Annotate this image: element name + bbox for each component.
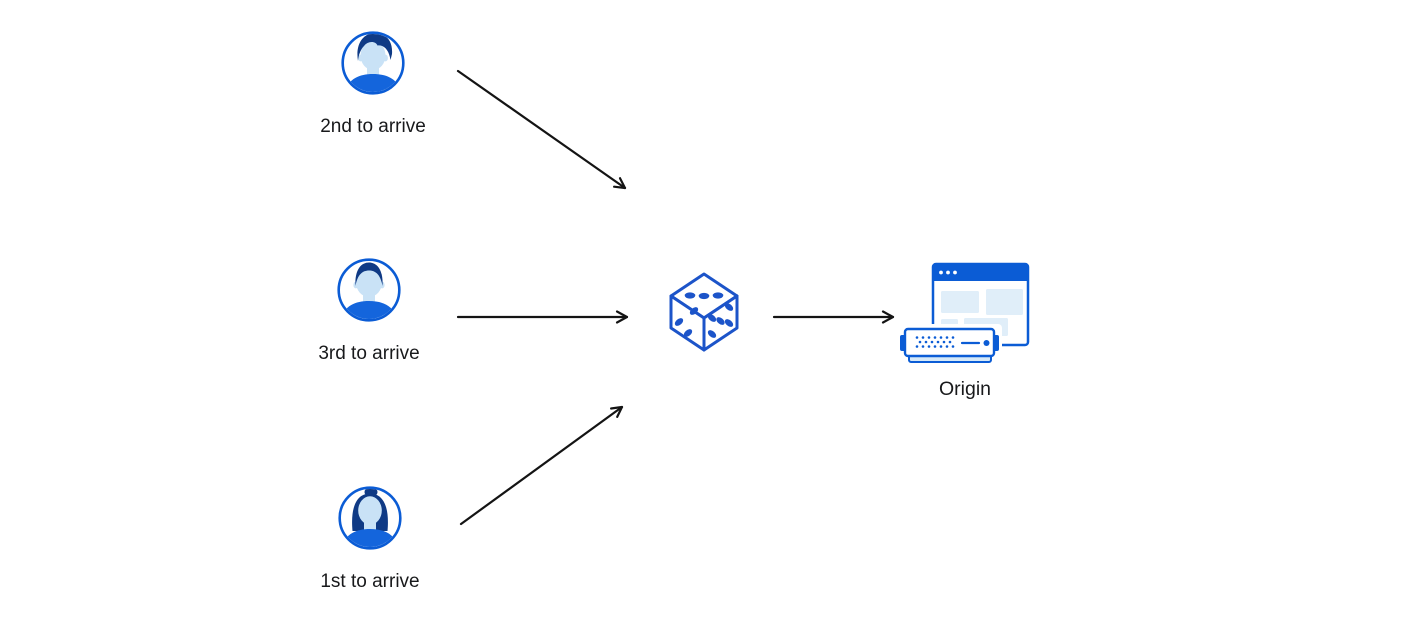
client-3rd-to-arrive: 3rd to arrive — [279, 257, 459, 365]
arrow-3rd-to-dice — [456, 310, 629, 324]
avatar-face — [358, 496, 382, 525]
avatar-woman-bun-icon — [338, 486, 402, 550]
arrow-1st-to-dice — [459, 405, 624, 526]
client-2nd-to-arrive: 2nd to arrive — [283, 30, 463, 138]
server-unit — [897, 324, 1002, 366]
dice-icon — [669, 272, 739, 352]
client-1st-to-arrive: 1st to arrive — [280, 485, 460, 593]
avatar-hair — [355, 262, 383, 286]
origin-server-browser-icon — [897, 262, 1029, 366]
server-indicator-light — [983, 340, 989, 346]
origin-label: Origin — [938, 378, 992, 400]
avatar-face — [360, 41, 386, 70]
client-label: 1st to arrive — [320, 571, 420, 592]
avatar-man-pompadour-icon — [341, 31, 405, 95]
client-label: 2nd to arrive — [320, 116, 426, 137]
browser-title-bar — [932, 264, 1028, 281]
arrow-dice-to-origin — [772, 310, 895, 324]
avatar-man-short-hair-icon — [337, 258, 401, 322]
arrow-2nd-to-dice — [456, 69, 627, 190]
avatar-face — [356, 268, 382, 297]
avatar-hair-bun — [364, 489, 378, 497]
dice-pips — [674, 292, 734, 338]
server-vents — [915, 336, 954, 348]
avatar-hair — [357, 34, 393, 61]
origin-node: Origin — [875, 258, 1055, 400]
client-label: 3rd to arrive — [318, 343, 420, 364]
